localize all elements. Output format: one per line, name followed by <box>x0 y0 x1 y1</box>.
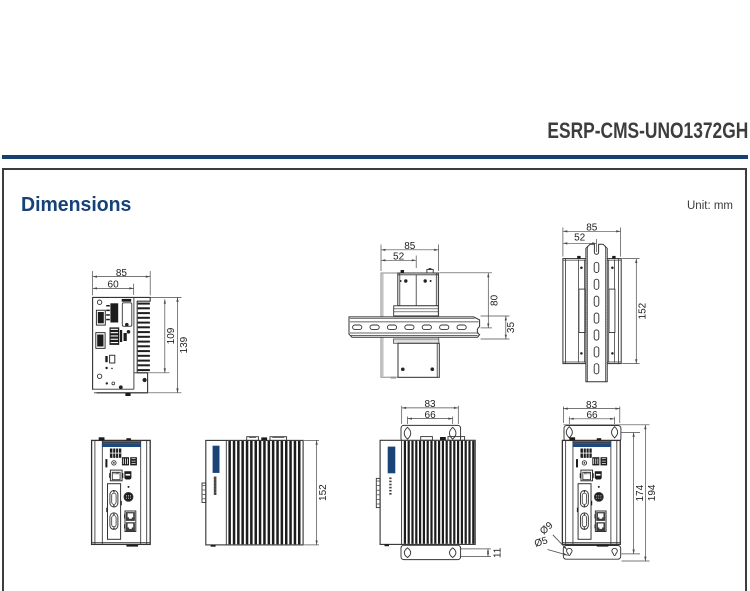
svg-text:85: 85 <box>586 223 598 234</box>
svg-text:85: 85 <box>404 241 416 252</box>
svg-text:83: 83 <box>586 400 598 411</box>
svg-text:52: 52 <box>574 233 586 244</box>
svg-text:66: 66 <box>425 410 437 421</box>
svg-text:109: 109 <box>166 327 177 344</box>
svg-text:66: 66 <box>586 410 598 421</box>
svg-text:Ø9: Ø9 <box>538 520 556 537</box>
svg-text:60: 60 <box>108 280 120 291</box>
svg-text:194: 194 <box>647 484 658 501</box>
svg-text:139: 139 <box>179 336 190 353</box>
svg-text:52: 52 <box>393 252 405 263</box>
svg-text:85: 85 <box>116 268 128 279</box>
svg-text:11: 11 <box>493 547 504 558</box>
svg-text:83: 83 <box>424 399 436 410</box>
svg-text:35: 35 <box>506 322 517 334</box>
svg-text:152: 152 <box>638 302 649 319</box>
svg-text:Ø5: Ø5 <box>533 535 550 550</box>
svg-text:174: 174 <box>635 484 646 501</box>
svg-text:80: 80 <box>490 294 501 306</box>
svg-text:152: 152 <box>318 484 329 501</box>
